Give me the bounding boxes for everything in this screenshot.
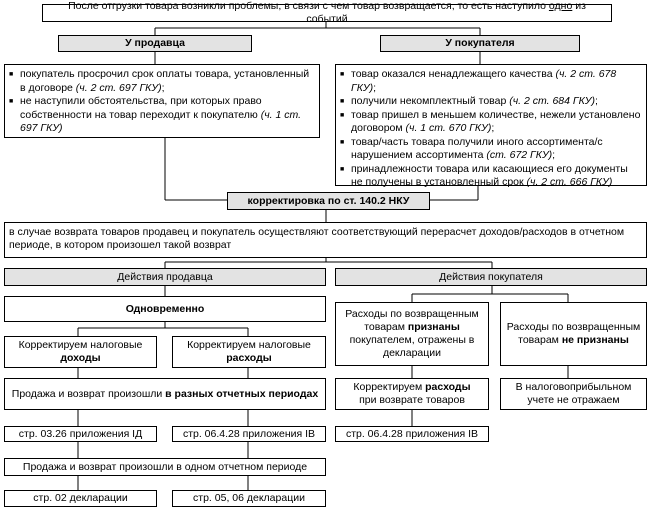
recalc-box: в случае возврата товаров продавец и пок… [4,222,647,258]
buyer-header: У покупателя [380,35,580,52]
top-event-prefix: После отгрузки товара возникли проблемы,… [68,0,549,12]
top-event-emphasis: одно [548,0,573,12]
buyer-events-list: товар оказался ненадлежащего качества (ч… [340,68,642,190]
buyer-event-item: получили некомплектный товар (ч. 2 ст. 6… [340,95,642,109]
buyer-event-item: товар/часть товара получили иного ассорт… [340,136,642,163]
buyer-actions-label: Действия покупателя [439,270,543,283]
different-periods-box: Продажа и возврат произошли в разных отч… [4,378,326,410]
seller-actions-header: Действия продавца [4,268,326,286]
buyer-actions-header: Действия покупателя [335,268,647,286]
seller-header: У продавца [58,35,252,52]
adjust-buyer-box: Корректируем расходы при возврате товаро… [335,378,489,410]
top-event-suffix: из событий [306,0,586,25]
adjust-expenses-box: Корректируем налоговые расходы [172,336,326,368]
buyer-header-label: У покупателя [445,37,515,49]
line-02-box: стр. 02 декларации [4,490,157,507]
buyer-event-item: товар оказался ненадлежащего качества (ч… [340,68,642,95]
seller-events-list: покупатель просрочил срок оплаты товара,… [9,68,315,136]
not-reflect-box: В налоговоприбыльном учете не отражаем [500,378,647,410]
seller-event-item: покупатель просрочил срок оплаты товара,… [9,68,315,95]
correction-box: корректировка по ст. 140.2 НКУ [227,192,430,210]
recalc-text: в случае возврата товаров продавец и пок… [9,226,625,251]
line-06428-buyer-box: стр. 06.4.28 приложения ІВ [335,426,489,442]
buyer-events-box: товар оказался ненадлежащего качества (ч… [335,64,647,188]
expenses-not-recognized-box: Расходы по возвращенным товарам не призн… [500,302,647,366]
line-05-06-box: стр. 05, 06 декларации [172,490,326,507]
same-period-box: Продажа и возврат произошли в одном отче… [4,458,326,476]
line-06428-seller-box: стр. 06.4.28 приложения ІВ [172,426,326,442]
seller-event-item: не наступили обстоятельства, при которых… [9,95,315,136]
simultaneously-label: Одновременно [125,302,205,315]
adjust-income-box: Корректируем налоговые доходы [4,336,157,368]
top-event-box: После отгрузки товара возникли проблемы,… [42,0,612,25]
seller-actions-label: Действия продавца [117,270,213,283]
correction-label: корректировка по ст. 140.2 НКУ [247,194,410,207]
expenses-recognized-box: Расходы по возвращенным товарам признаны… [335,302,489,366]
seller-header-label: У продавца [125,37,185,49]
line-0326-box: стр. 03.26 приложения ІД [4,426,157,442]
seller-events-box: покупатель просрочил срок оплаты товара,… [4,64,320,138]
simultaneously-box: Одновременно [4,296,326,322]
buyer-event-item: принадлежности товара или касающиеся его… [340,163,642,190]
buyer-event-item: товар пришел в меньшем количестве, нежел… [340,109,642,136]
